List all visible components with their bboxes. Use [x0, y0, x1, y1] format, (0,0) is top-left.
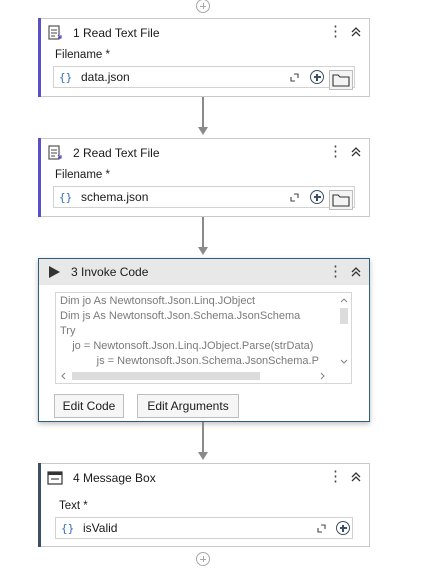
activity-header[interactable]: 2 Read Text File ⋮	[39, 139, 369, 167]
text-label: Text *	[59, 500, 88, 512]
scroll-up-icon[interactable]	[337, 295, 351, 305]
add-variable-icon[interactable]	[310, 190, 324, 204]
code-line: Dim jo As Newtonsoft.Json.Linq.JObject	[60, 295, 256, 307]
activity-header[interactable]: 1 Read Text File ⋮	[39, 19, 369, 47]
filename-value: schema.json	[81, 190, 149, 204]
collapse-icon[interactable]	[349, 145, 363, 159]
vertical-scroll-thumb[interactable]	[340, 308, 348, 324]
scroll-left-icon[interactable]	[58, 369, 68, 383]
braces-icon: {}	[59, 70, 73, 84]
activity-message-box[interactable]: 4 Message Box ⋮ Text * {} isValid	[38, 463, 370, 547]
activity-accent-bar	[38, 18, 41, 97]
activity-header[interactable]: 4 Message Box ⋮	[39, 464, 369, 492]
play-icon	[49, 266, 60, 278]
activity-header[interactable]: 3 Invoke Code ⋮	[39, 259, 369, 285]
filename-field[interactable]: {} data.json	[53, 66, 355, 88]
filename-value: data.json	[81, 70, 130, 84]
activity-read-text-file-2[interactable]: 2 Read Text File ⋮ Filename * {} schema.…	[38, 138, 370, 217]
add-variable-icon[interactable]	[336, 521, 350, 535]
add-activity-button[interactable]	[196, 552, 210, 566]
add-activity-button[interactable]	[196, 0, 210, 13]
activity-title: 1 Read Text File	[73, 26, 160, 40]
more-options-icon[interactable]: ⋮	[328, 468, 343, 485]
add-variable-icon[interactable]	[310, 70, 324, 84]
braces-icon: {}	[61, 521, 75, 535]
vertical-scrollbar[interactable]	[337, 293, 351, 369]
collapse-icon[interactable]	[349, 25, 363, 39]
code-preview[interactable]: Dim jo As Newtonsoft.Json.Linq.JObject D…	[55, 292, 352, 384]
read-text-file-icon	[48, 145, 62, 160]
scroll-right-icon[interactable]	[318, 369, 328, 383]
folder-icon	[332, 194, 350, 207]
message-box-icon	[47, 471, 63, 485]
more-options-icon[interactable]: ⋮	[328, 23, 343, 40]
code-line: Dim js As Newtonsoft.Json.Schema.JsonSch…	[60, 310, 301, 322]
flow-arrowhead	[198, 452, 208, 460]
collapse-icon[interactable]	[349, 470, 363, 484]
read-text-file-icon	[48, 25, 62, 40]
more-options-icon[interactable]: ⋮	[328, 143, 343, 160]
horizontal-scroll-thumb[interactable]	[72, 372, 260, 380]
edit-code-button[interactable]: Edit Code	[54, 394, 124, 418]
activity-invoke-code[interactable]: 3 Invoke Code ⋮ Dim jo As Newtonsoft.Jso…	[38, 258, 370, 422]
scroll-down-icon[interactable]	[337, 357, 351, 367]
code-line: jo = Newtonsoft.Json.Linq.JObject.Parse(…	[60, 340, 314, 352]
expand-editor-icon[interactable]	[290, 73, 299, 82]
flow-arrowhead	[198, 127, 208, 135]
text-value: isValid	[83, 521, 118, 535]
flow-connector	[202, 97, 204, 127]
filename-label: Filename *	[55, 49, 110, 61]
flow-connector	[202, 217, 204, 247]
text-field[interactable]: {} isValid	[55, 517, 353, 539]
code-line: js = Newtonsoft.Json.Schema.JsonSchema.P	[60, 355, 319, 367]
flow-connector	[202, 422, 204, 452]
activity-accent-bar	[38, 463, 41, 547]
activity-read-text-file-1[interactable]: 1 Read Text File ⋮ Filename * {} data.js…	[38, 18, 370, 97]
browse-folder-button[interactable]	[329, 190, 353, 210]
code-line: Try	[60, 325, 76, 337]
horizontal-scrollbar[interactable]	[56, 369, 337, 383]
activity-accent-bar	[38, 138, 41, 217]
flow-arrowhead	[198, 247, 208, 255]
filename-label: Filename *	[55, 169, 110, 181]
browse-folder-button[interactable]	[329, 70, 353, 90]
folder-icon	[332, 74, 350, 87]
activity-title: 4 Message Box	[73, 471, 156, 485]
more-options-icon[interactable]: ⋮	[328, 263, 343, 280]
edit-arguments-button[interactable]: Edit Arguments	[137, 394, 239, 418]
expand-editor-icon[interactable]	[290, 193, 299, 202]
filename-field[interactable]: {} schema.json	[53, 186, 355, 208]
expand-editor-icon[interactable]	[317, 524, 326, 533]
collapse-icon[interactable]	[349, 265, 363, 279]
activity-title: 3 Invoke Code	[71, 265, 149, 279]
activity-title: 2 Read Text File	[73, 146, 160, 160]
braces-icon: {}	[59, 190, 73, 204]
